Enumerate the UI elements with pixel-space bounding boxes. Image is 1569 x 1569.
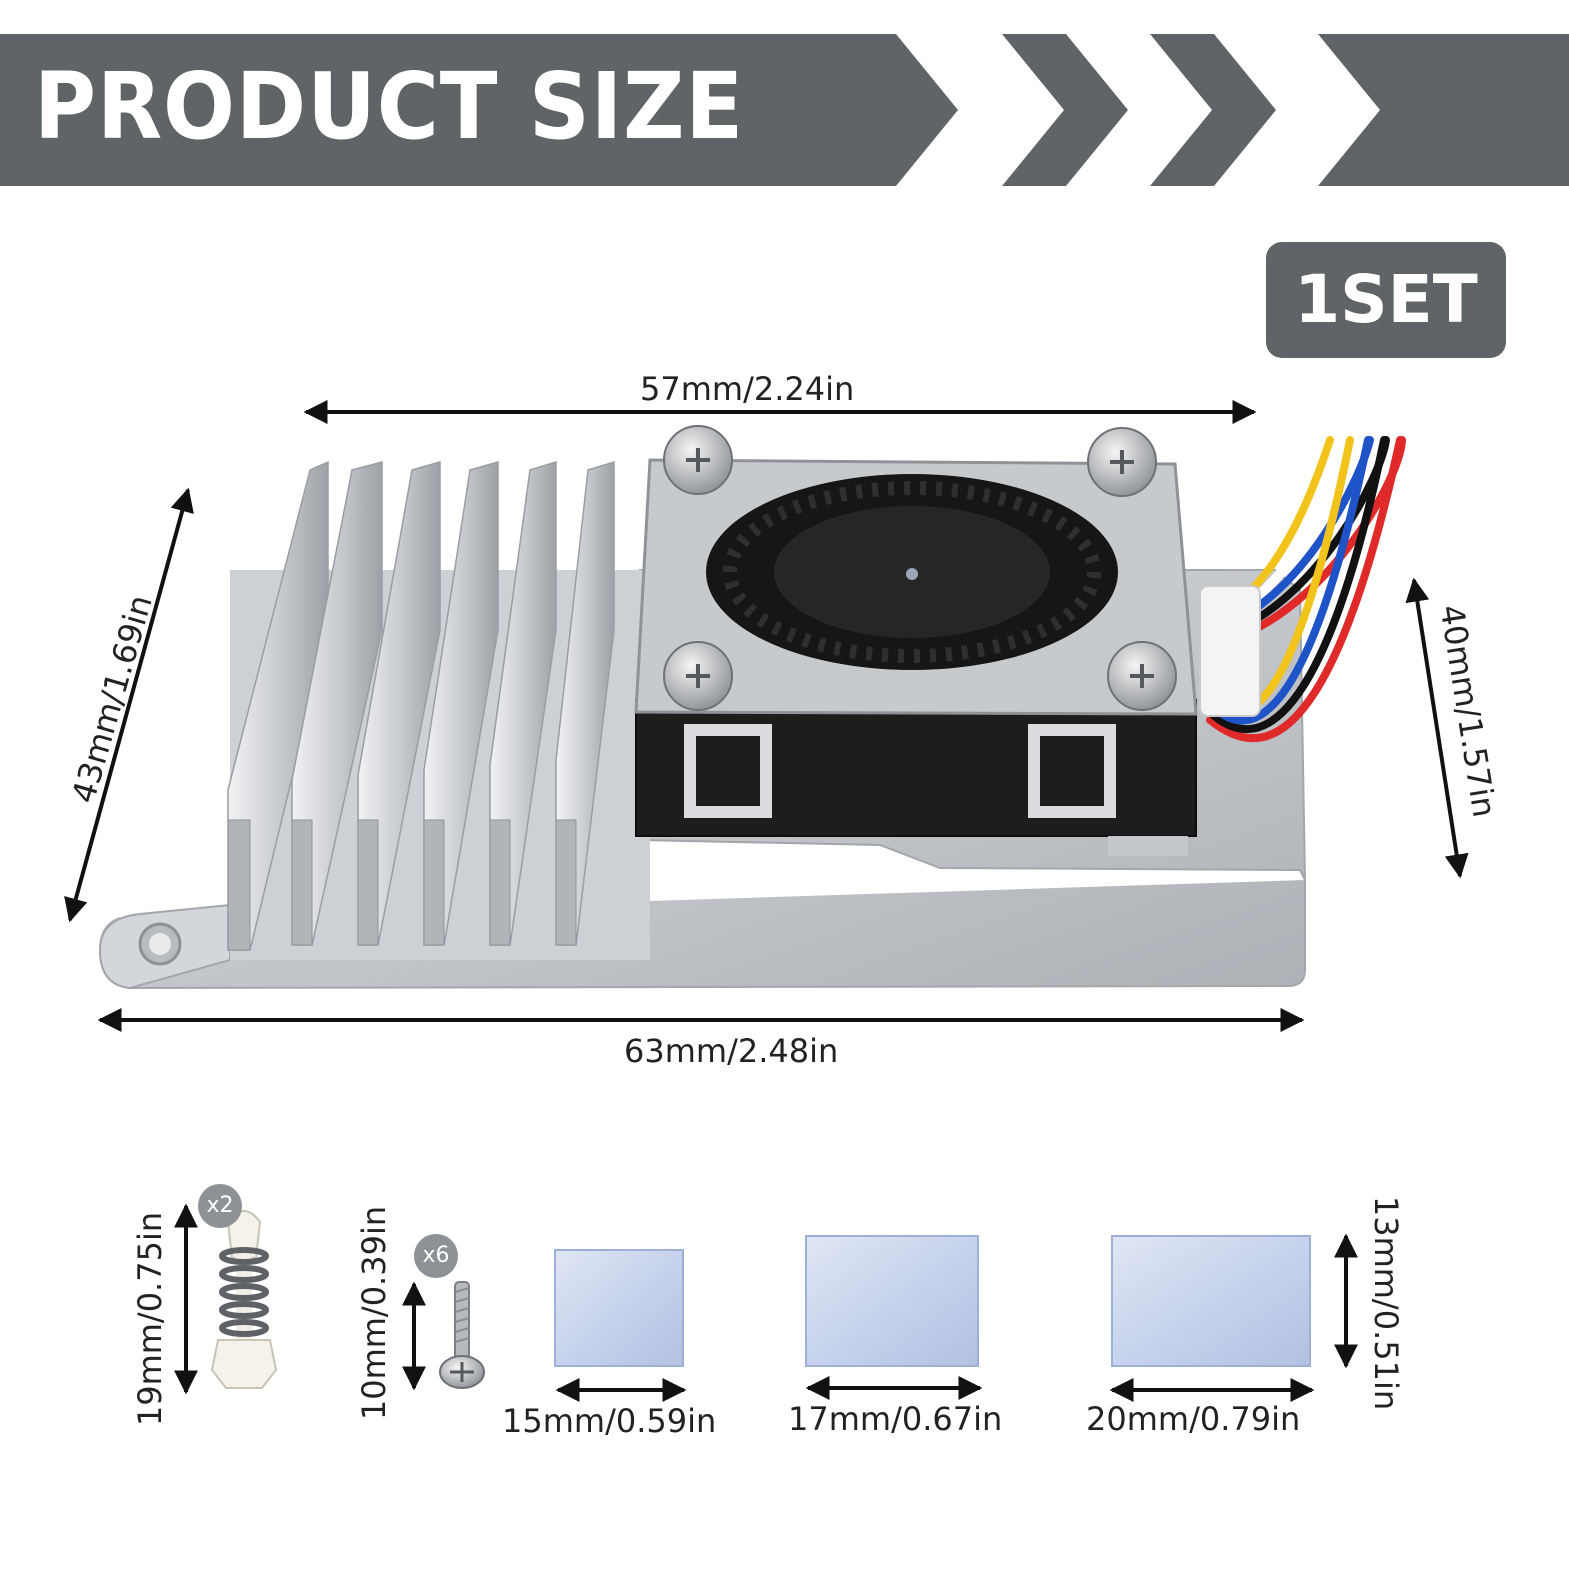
dim-pad-large-height: 13mm/0.51in bbox=[1367, 1195, 1405, 1411]
heatsink-fins bbox=[227, 460, 615, 951]
page-title: PRODUCT SIZE bbox=[34, 53, 745, 160]
fan-connector bbox=[1199, 585, 1261, 717]
accessory-arrows bbox=[174, 1203, 1358, 1402]
dim-spring-screw: 19mm/0.75in bbox=[131, 1211, 169, 1427]
header-banner bbox=[0, 34, 1569, 186]
dim-pad-medium: 17mm/0.67in bbox=[788, 1400, 1003, 1438]
thermal-pads bbox=[554, 1235, 1311, 1367]
fan-cable bbox=[1206, 435, 1406, 743]
dim-screw: 10mm/0.39in bbox=[355, 1205, 393, 1421]
dimension-arrows bbox=[64, 400, 1469, 1032]
dim-top-width: 57mm/2.24in bbox=[640, 370, 855, 408]
dim-bottom-width: 63mm/2.48in bbox=[624, 1032, 839, 1070]
cooling-fan bbox=[634, 425, 1198, 856]
spring-screw-count-badge: x2 bbox=[198, 1184, 242, 1228]
set-badge: 1SET bbox=[1266, 242, 1506, 358]
screw-count-badge: x6 bbox=[414, 1234, 458, 1278]
dim-pad-small: 15mm/0.59in bbox=[502, 1402, 717, 1440]
dim-pad-large-width: 20mm/0.79in bbox=[1086, 1400, 1301, 1438]
small-screw bbox=[439, 1281, 485, 1389]
spring-screw bbox=[210, 1210, 278, 1389]
